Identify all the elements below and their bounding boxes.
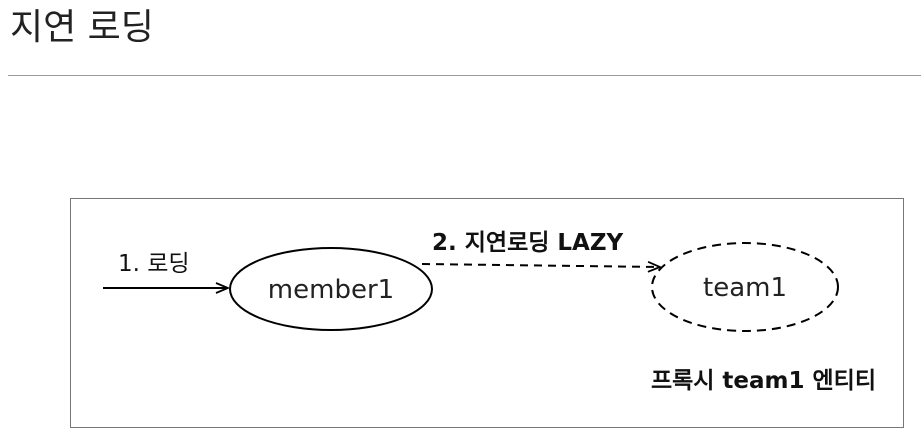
step2-label: 2. 지연로딩 LAZY	[432, 230, 624, 256]
member-node-label: member1	[268, 275, 394, 305]
title-divider	[8, 75, 921, 76]
member-node-ellipse	[229, 247, 433, 331]
team-node-ellipse	[651, 242, 839, 332]
lazy-load-arrow	[421, 264, 660, 267]
step1-label: 1. 로딩	[118, 251, 190, 277]
team-node-label: team1	[703, 273, 787, 303]
page-title: 지연 로딩	[10, 7, 154, 48]
proxy-caption: 프록시 team1 엔티티	[651, 368, 876, 394]
